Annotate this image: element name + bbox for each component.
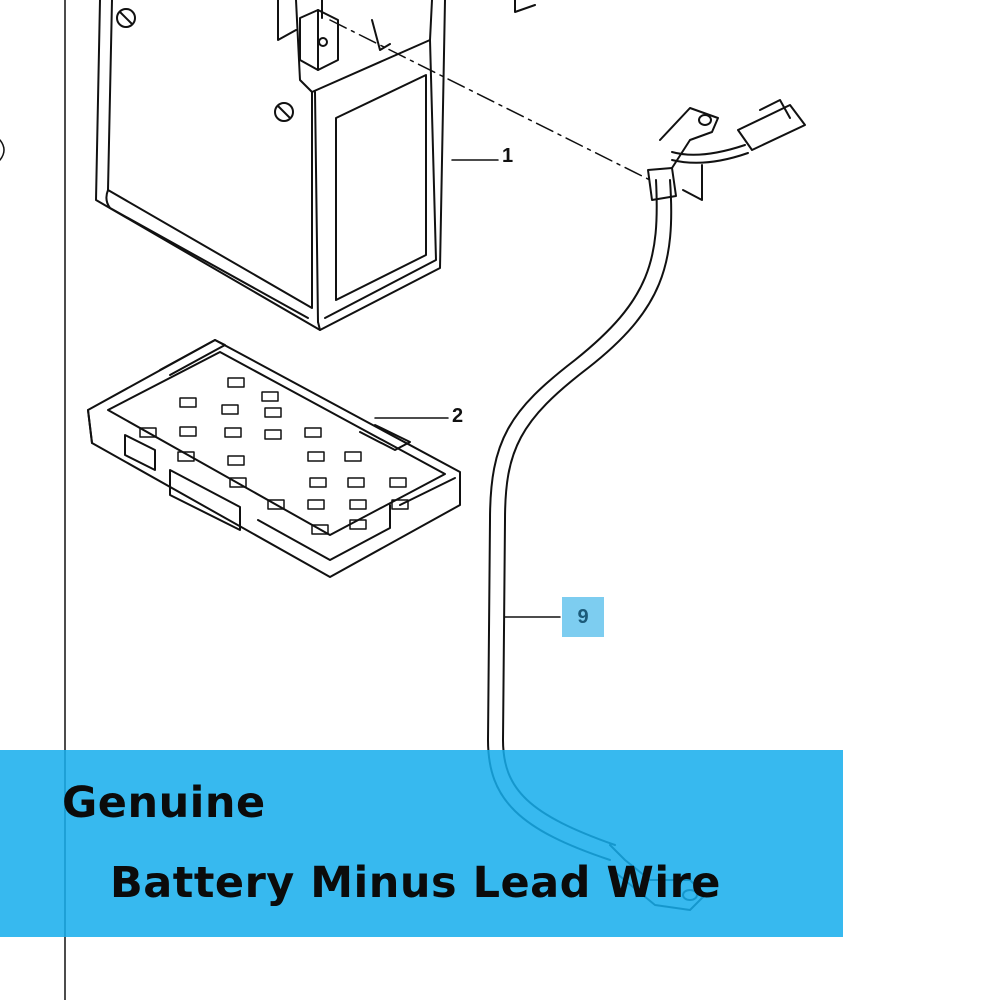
tray-drawing xyxy=(87,339,461,578)
guide-dashed-line xyxy=(329,19,651,181)
callout-battery: 1 xyxy=(502,145,514,167)
part-fragment xyxy=(514,0,536,13)
callout-lead-wire-highlighted: 9 xyxy=(562,597,604,637)
edge-fragment xyxy=(0,139,5,161)
battery-drawing xyxy=(95,0,446,331)
title-banner xyxy=(0,750,843,937)
banner-title-line2: Battery Minus Lead Wire xyxy=(110,858,721,908)
callout-tray: 2 xyxy=(452,405,464,427)
banner-title-line1: Genuine xyxy=(62,778,266,828)
